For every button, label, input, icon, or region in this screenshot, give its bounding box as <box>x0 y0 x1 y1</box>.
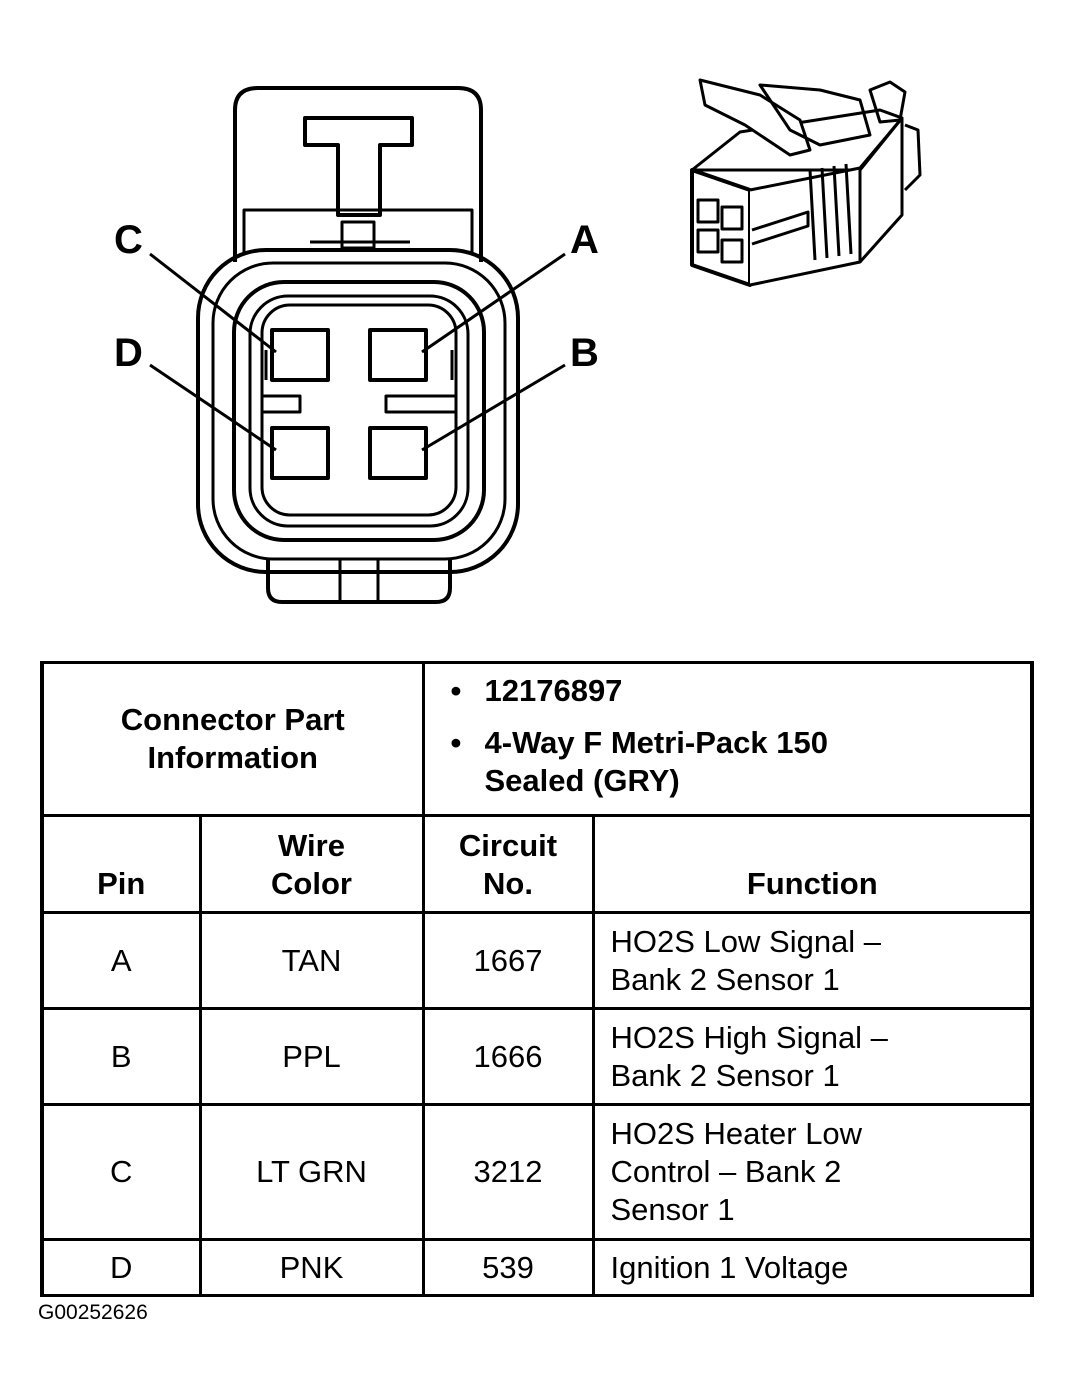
cavity-d <box>270 426 330 480</box>
figure-code: G00252626 <box>38 1301 148 1324</box>
connector-info-table: Connector Part Information 12176897 4-Wa… <box>40 661 1034 1297</box>
connector-part-info-values: 12176897 4-Way F Metri-Pack 150 Sealed (… <box>421 661 1034 817</box>
header-pin: Pin <box>40 814 202 914</box>
connector-description: 4-Way F Metri-Pack 150 Sealed (GRY) <box>451 724 925 800</box>
wire-color-cell: PNK <box>198 1238 425 1297</box>
pin-label-b: B <box>570 331 599 375</box>
cavity-b <box>368 426 428 480</box>
wire-color-cell: LT GRN <box>198 1103 425 1241</box>
connector-isometric-view <box>690 78 922 287</box>
pin-cell: B <box>40 1007 202 1106</box>
header-circuit-no: Circuit No. <box>421 814 595 914</box>
connector-part-info-label: Connector Part Information <box>40 661 425 817</box>
connector-diagram: C A D B <box>114 78 922 604</box>
part-number: 12176897 <box>451 672 1021 710</box>
pin-label-a: A <box>570 218 599 262</box>
circuit-cell: 539 <box>421 1238 595 1297</box>
table-row: C LT GRN 3212 HO2S Heater Low Control – … <box>40 1103 1034 1241</box>
header-function: Function <box>591 814 1034 914</box>
pin-label-c: C <box>114 218 143 262</box>
circuit-cell: 3212 <box>421 1103 595 1241</box>
function-cell: HO2S High Signal – Bank 2 Sensor 1 <box>591 1007 1034 1106</box>
table-row: B PPL 1666 HO2S High Signal – Bank 2 Sen… <box>40 1007 1034 1106</box>
function-cell: HO2S Low Signal – Bank 2 Sensor 1 <box>591 911 1034 1010</box>
cavity-a <box>368 328 428 382</box>
pin-label-d: D <box>114 331 143 375</box>
header-wire-color: Wire Color <box>198 814 425 914</box>
wire-color-cell: TAN <box>198 911 425 1010</box>
pin-cell: D <box>40 1238 202 1297</box>
function-cell: Ignition 1 Voltage <box>591 1238 1034 1297</box>
cavity-c <box>270 328 330 382</box>
function-cell: HO2S Heater Low Control – Bank 2 Sensor … <box>591 1103 1034 1241</box>
pin-cell: C <box>40 1103 202 1241</box>
circuit-cell: 1667 <box>421 911 595 1010</box>
table-row: D PNK 539 Ignition 1 Voltage <box>40 1238 1034 1297</box>
connector-face-view <box>149 86 566 604</box>
table-row: A TAN 1667 HO2S Low Signal – Bank 2 Sens… <box>40 911 1034 1010</box>
circuit-cell: 1666 <box>421 1007 595 1106</box>
pin-cell: A <box>40 911 202 1010</box>
wire-color-cell: PPL <box>198 1007 425 1106</box>
